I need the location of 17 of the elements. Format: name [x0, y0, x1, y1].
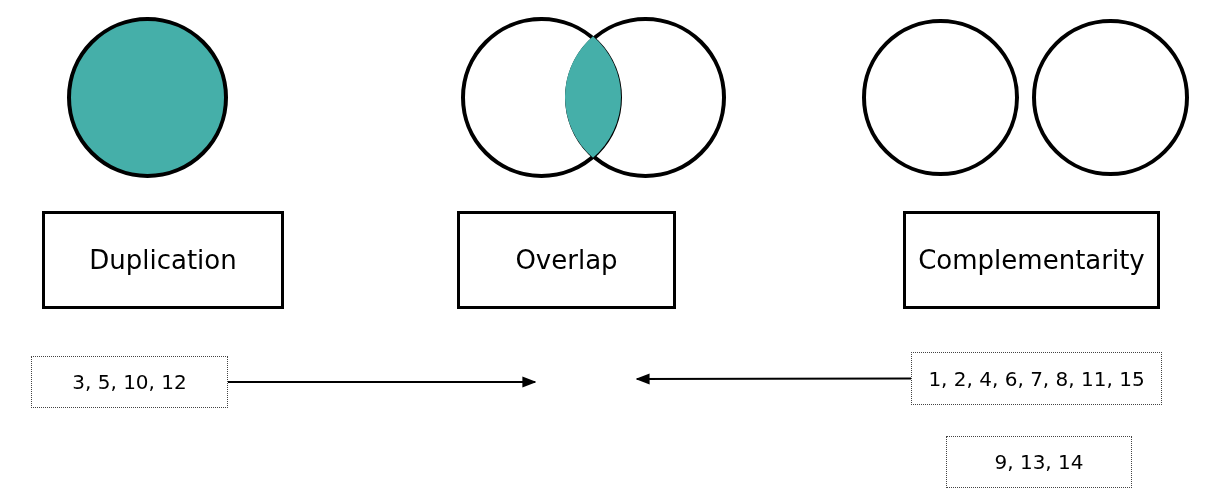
number-list-box — [911, 352, 1162, 405]
box-label: 1, 2, 4, 6, 7, 8, 11, 15 — [928, 366, 1145, 391]
box-label: 3, 5, 10, 12 — [72, 370, 187, 394]
arrow — [227, 376, 537, 388]
box-label: Overlap — [515, 245, 618, 275]
box-label: Complementarity — [918, 245, 1145, 275]
number-list-box — [946, 436, 1132, 488]
number-list-box — [31, 356, 228, 408]
category-box — [903, 211, 1160, 309]
arrow — [635, 373, 912, 385]
category-box — [42, 211, 284, 309]
circle-shape — [1032, 19, 1189, 176]
circle-shape — [565, 17, 726, 178]
category-box — [457, 211, 676, 309]
circle-shape — [862, 19, 1019, 176]
box-label: Duplication — [89, 245, 237, 275]
box-label: 9, 13, 14 — [994, 450, 1084, 474]
